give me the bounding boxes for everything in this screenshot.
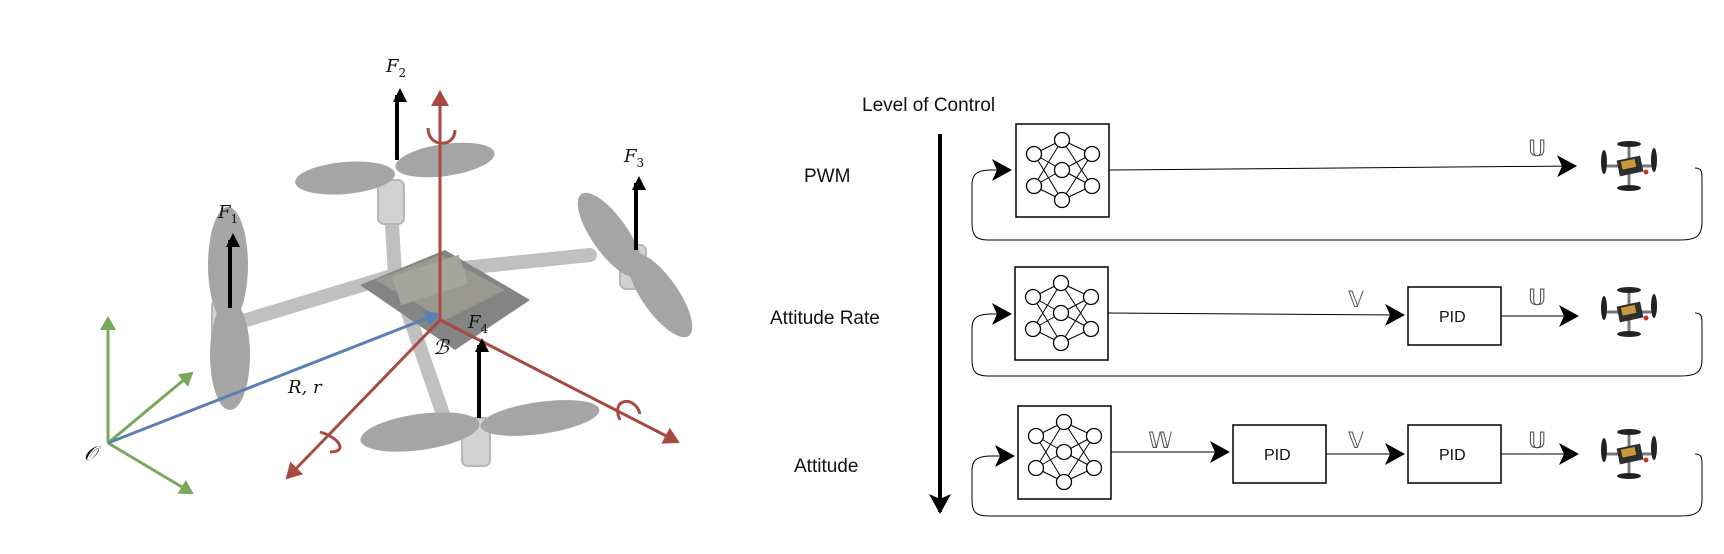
pwm-feedback-loop: [971, 159, 1703, 241]
rotation-arrow-y: [319, 430, 342, 454]
origin-frame-label: 𝒪: [84, 441, 102, 465]
rate-signal-arrow: [1107, 303, 1405, 326]
attitude-row: 𝕎 PID 𝕍 PID 𝕌: [971, 405, 1703, 517]
signal-label-w: 𝕎: [1148, 429, 1172, 454]
force-label-3: F3: [623, 146, 644, 170]
attitude-rate-row: 𝕍 PID 𝕌: [971, 266, 1703, 377]
force-label-2: F2: [385, 56, 406, 80]
force-label-4: F4: [467, 312, 489, 336]
signal-label-u-pwm: 𝕌: [1528, 137, 1546, 162]
neural-net-block-attitude: [1017, 405, 1112, 500]
rate-feedback-loop: [971, 303, 1703, 377]
pid-block-attitude-rate: [1407, 424, 1502, 484]
rotation-arrow-z: [426, 127, 457, 145]
inertial-frame-axes: [100, 316, 194, 495]
thrust-arrows: [226, 88, 646, 418]
neural-net-block-attitude-rate: [1014, 266, 1109, 361]
inertial-y-axis: [107, 441, 194, 495]
body-frame-label: ℬ: [433, 335, 450, 359]
pid-label-attitude: PID: [1264, 447, 1291, 464]
signal-label-u-rate: 𝕌: [1528, 286, 1546, 311]
pwm-signal-arrow: [1108, 155, 1577, 178]
signal-label-v-attitude: 𝕍: [1348, 429, 1364, 454]
level-label-attitude: Attitude: [794, 456, 858, 477]
pid-label-rate: PID: [1439, 309, 1466, 326]
position-vector: [107, 310, 440, 445]
crazyflie-icon-attitude: [1599, 427, 1659, 481]
pid-block-rate: [1407, 286, 1502, 346]
level-label-pwm: PWM: [804, 166, 850, 187]
quadrotor-illustration: [208, 142, 693, 467]
level-of-control-title: Level of Control: [862, 95, 995, 116]
crazyflie-icon-pwm: [1599, 139, 1659, 193]
attitude-feedback-loop: [971, 445, 1703, 517]
level-label-attitude-rate: Attitude Rate: [770, 308, 880, 329]
signal-label-u-attitude: 𝕌: [1528, 429, 1546, 454]
body-y-axis: [285, 318, 442, 480]
rotation-arrow-x: [616, 399, 642, 421]
force-label-1: F1: [217, 202, 238, 226]
pid-label-attitude-rate: PID: [1439, 447, 1466, 464]
pwm-row: 𝕌: [971, 123, 1703, 241]
crazyflie-icon-rate: [1599, 285, 1659, 339]
inertial-x-axis: [107, 371, 194, 445]
drone-propellers: [208, 142, 693, 452]
signal-label-v-rate: 𝕍: [1348, 288, 1364, 313]
neural-net-block-pwm: [1015, 123, 1110, 218]
position-label: R, r: [287, 377, 323, 398]
